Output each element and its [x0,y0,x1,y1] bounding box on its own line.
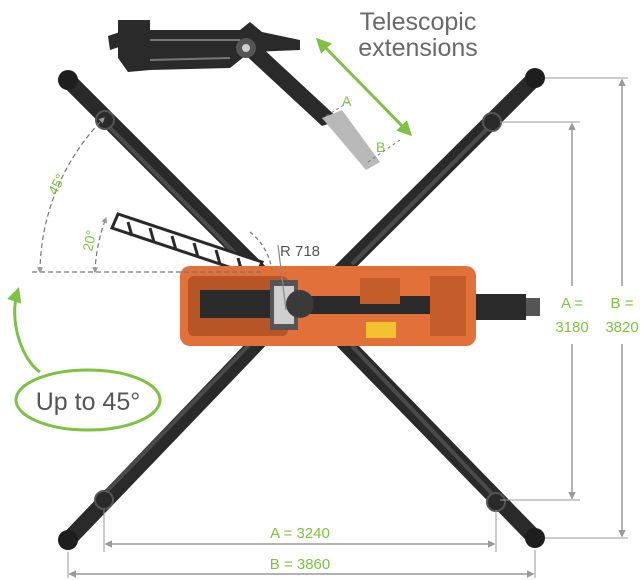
width-b-label: B = 3860 [270,556,330,573]
radius-label: R 718 [280,243,320,260]
outrigger-arm-bottom-right [332,330,545,548]
arm-label-b: B [376,139,385,155]
outrigger-arm-top-left [58,70,270,282]
outrigger-arm-bottom-left [58,330,270,550]
height-a-label-line2: 3180 [555,319,588,336]
jib-section [109,212,265,278]
telescopic-title-line1: Telescopic [360,8,477,36]
telescopic-title-line2: extensions [358,34,478,62]
angle-label-20: 20° [79,229,99,253]
rotation-note [7,287,162,432]
width-a-label: A = 3240 [270,525,330,542]
arm-label-a: A [342,93,352,109]
height-a-label-line1: A = [561,295,583,312]
rotation-note-text: Up to 45° [36,388,141,416]
dimension-lines [67,77,628,578]
height-b-label-line2: 3820 [605,319,638,336]
angle-guides [32,117,287,311]
telescopic-arrow [315,37,413,137]
outrigger-arm-top-right [332,68,545,280]
crane-body [180,266,540,346]
height-b-label-line1: B = [611,295,634,312]
telescopic-boom [108,20,380,170]
angle-label-45: 45° [45,171,69,197]
